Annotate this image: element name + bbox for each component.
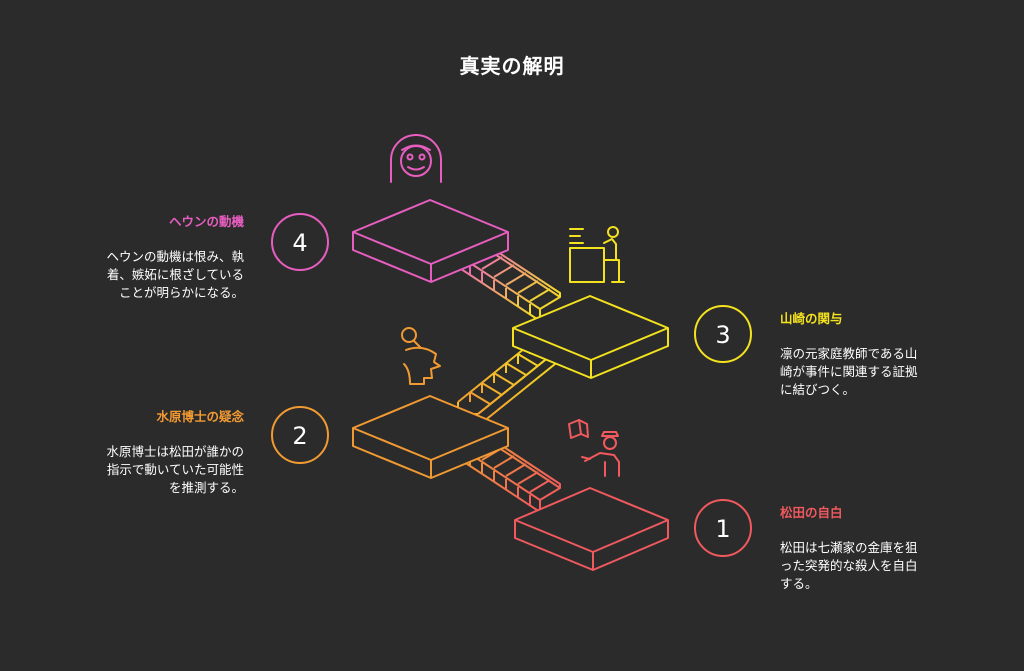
step-1-label: 松田の自白 松田は七瀬家の金庫を狙 った突発的な殺人を自白 する。 [780,504,970,593]
step-3-label: 山崎の関与 凛の元家庭教師である山 崎が事件に関連する証拠 に結びつく。 [780,310,970,399]
svg-text:2: 2 [292,422,307,450]
step-3-description: 凛の元家庭教師である山 崎が事件に関連する証拠 に結びつく。 [780,346,918,397]
step-number-2: 2 [271,406,329,464]
landing-2 [352,395,509,479]
landing-1 [514,487,669,571]
step-1-heading: 松田の自白 [780,505,843,520]
svg-text:3: 3 [715,321,730,349]
landing-3 [512,295,669,379]
step-4-label: ヘウンの動機 ヘウンの動機は恨み、執 着、嫉妬に根ざしている ことが明らかになる… [54,213,244,302]
step-4-heading: ヘウンの動機 [168,214,244,229]
step-number-3: 3 [694,305,752,363]
svg-text:4: 4 [292,229,307,257]
step-number-1: 1 [694,499,752,557]
step-number-4: 4 [271,213,329,271]
page-title: 真実の解明 [459,54,565,78]
step-2-description: 水原博士は松田が誰かの 指示で動いていた可能性 を推測する。 [106,444,244,495]
step-3-heading: 山崎の関与 [780,311,843,326]
svg-text:1: 1 [715,515,730,543]
teacher-at-desk-icon [569,226,625,283]
step-2-heading: 水原博士の疑念 [156,409,244,424]
step-1-description: 松田は七瀬家の金庫を狙 った突発的な殺人を自白 する。 [780,540,918,591]
landing-4 [352,199,509,283]
step-2-label: 水原博士の疑念 水原博士は松田が誰かの 指示で動いていた可能性 を推測する。 [54,408,244,497]
woman-face-icon [390,134,442,183]
confessing-person-icon [568,419,620,477]
thinking-person-icon [401,327,441,385]
step-4-description: ヘウンの動機は恨み、執 着、嫉妬に根ざしている ことが明らかになる。 [106,249,244,300]
